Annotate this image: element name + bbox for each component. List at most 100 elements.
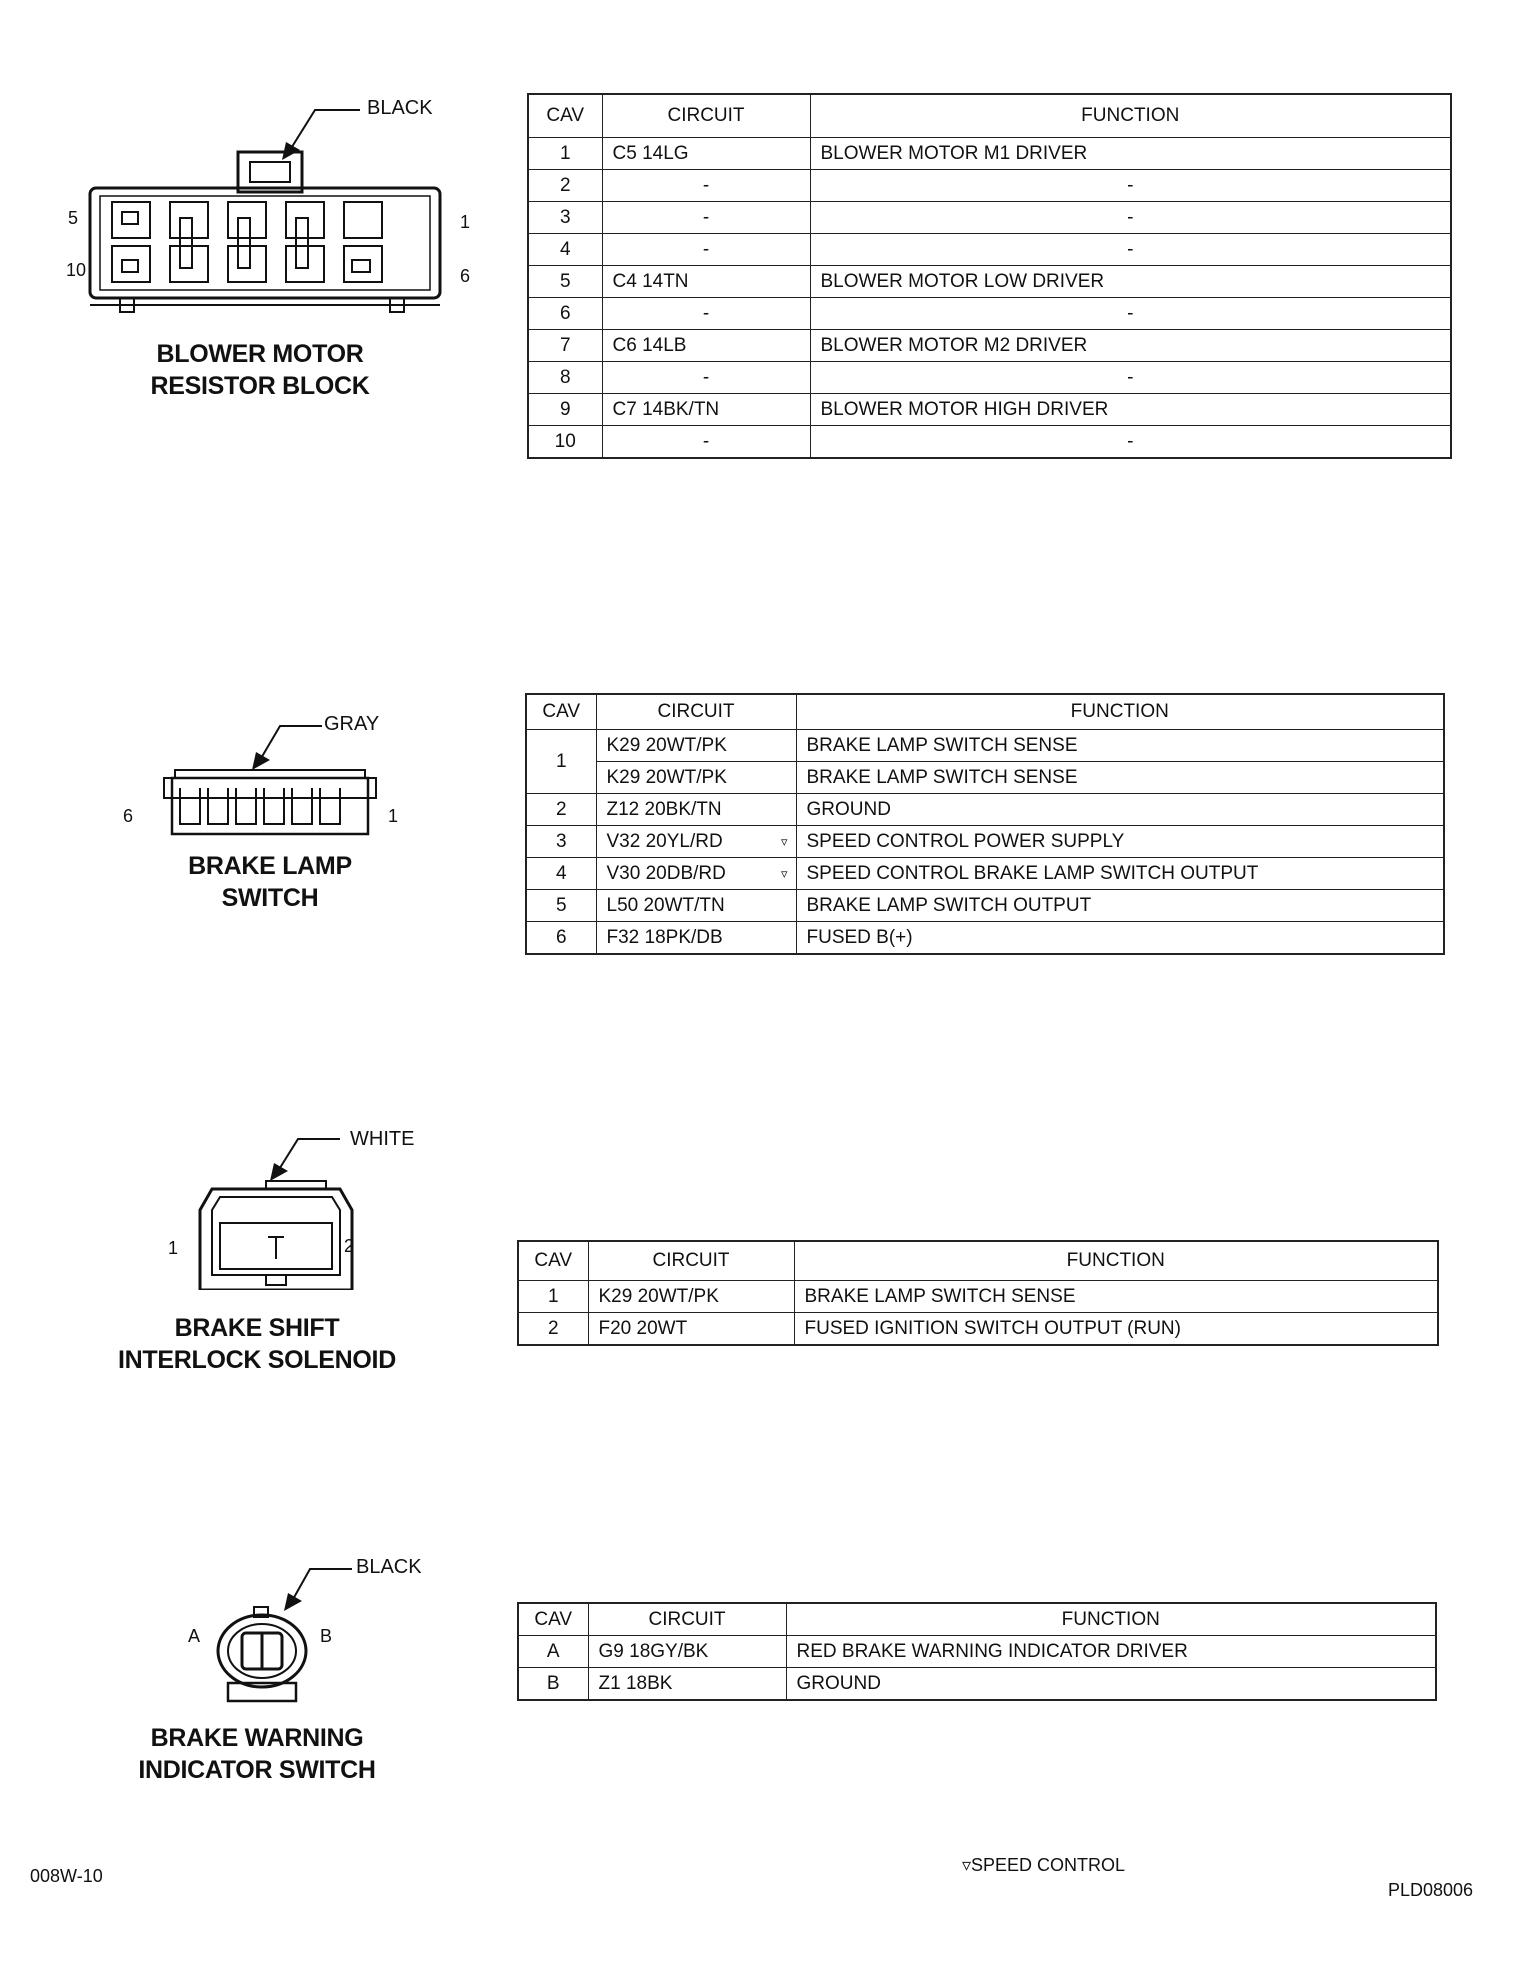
header-function: FUNCTION (795, 693, 1445, 730)
cav-cell: 10 (527, 425, 603, 459)
table-row: 8-- (527, 361, 1452, 394)
function-cell: SPEED CONTROL BRAKE LAMP SWITCH OUTPUT (795, 857, 1445, 890)
header-cav: CAV (525, 693, 597, 730)
cav-cell: 3 (525, 825, 597, 858)
function-cell: RED BRAKE WARNING INDICATOR DRIVER (785, 1635, 1437, 1668)
circuit-cell: K29 20WT/PK (587, 1280, 795, 1313)
function-cell: - (809, 425, 1452, 459)
pin-label: 2 (344, 1236, 355, 1256)
page-code-left: 008W-10 (30, 1866, 103, 1886)
connector-title-line: BRAKE WARNING (150, 1724, 364, 1752)
pin-label: 1 (460, 212, 471, 232)
cav-cell: 2 (525, 793, 597, 826)
circuit-cell: L50 20WT/TN (595, 889, 797, 922)
circuit-cell: C5 14LG (601, 137, 811, 170)
circuit-cell: V32 20YL/RD▿ (595, 825, 797, 858)
circuit-text: V30 20DB/RD (606, 862, 726, 884)
pin-label: A (188, 1626, 201, 1646)
page-code-right: PLD08006 (1388, 1880, 1474, 1900)
function-cell: BRAKE LAMP SWITCH SENSE (795, 761, 1445, 794)
interlock-solenoid-connector-drawing (198, 1138, 354, 1290)
table-row: 1 K29 20WT/PK BRAKE LAMP SWITCH SENSE (525, 729, 1445, 794)
cav-cell: 2 (527, 169, 603, 202)
connector-title-line: INTERLOCK SOLENOID (118, 1346, 396, 1374)
circuit-cell: - (601, 233, 811, 266)
function-cell: - (809, 169, 1452, 202)
cav-cell: 4 (527, 233, 603, 266)
wire-color-label: BLACK (356, 1556, 422, 1578)
circuit-cell: - (601, 297, 811, 330)
pin-label: 10 (66, 260, 87, 280)
cav-cell: 4 (525, 857, 597, 890)
circuit-cell: Z1 18BK (587, 1667, 787, 1701)
function-cell: BLOWER MOTOR M2 DRIVER (809, 329, 1452, 362)
circuit-cell: F32 18PK/DB (595, 921, 797, 955)
connector-title-line: BLOWER MOTOR (156, 340, 364, 368)
connector-title-line: RESISTOR BLOCK (150, 372, 370, 400)
function-cell: BRAKE LAMP SWITCH SENSE (795, 729, 1445, 762)
circuit-cell: - (601, 169, 811, 202)
connector-title: BRAKE WARNING INDICATOR SWITCH (112, 1722, 402, 1786)
function-cell: BLOWER MOTOR LOW DRIVER (809, 265, 1452, 298)
connector-title: BLOWER MOTOR RESISTOR BLOCK (120, 338, 400, 402)
circuit-cell: G9 18GY/BK (587, 1635, 787, 1668)
function-cell: - (809, 361, 1452, 394)
cav-cell: A (517, 1635, 589, 1668)
pin-label: B (320, 1626, 333, 1646)
table-row: K29 20WT/PK BRAKE LAMP SWITCH SENSE (526, 761, 1445, 794)
pinout-table-brake-lamp-switch: CAV CIRCUIT FUNCTION 1 K29 20WT/PK BRAKE… (525, 693, 1445, 955)
cav-cell: 5 (525, 889, 597, 922)
circuit-cell: - (601, 425, 811, 459)
table-row: 4 V30 20DB/RD ▿ SPEED CONTROL BRAKE LAMP SW… (525, 857, 1445, 890)
cav-cell: 1 (525, 729, 597, 794)
header-circuit: CIRCUIT (587, 1240, 795, 1281)
connector-title-line: BRAKE SHIFT (174, 1314, 340, 1342)
function-cell: GROUND (785, 1667, 1437, 1701)
function-cell: FUSED B(+) (795, 921, 1445, 955)
function-cell: - (809, 233, 1452, 266)
cav-cell: 8 (527, 361, 603, 394)
pin-label: 1 (168, 1238, 179, 1258)
table-row: 6-- (527, 297, 1452, 330)
pin-label: 6 (123, 806, 134, 826)
table-header-row: CAV CIRCUIT FUNCTION (517, 1602, 1437, 1636)
table-row: 3-- (527, 201, 1452, 234)
circuit-cell: K29 20WT/PK (595, 761, 797, 794)
speed-control-marker-icon: ▿ (780, 865, 788, 881)
header-cav: CAV (527, 93, 603, 138)
blower-resistor-connector-drawing (88, 109, 442, 313)
speed-control-marker-icon: ▿ (780, 833, 788, 849)
cav-cell: 2 (517, 1312, 589, 1346)
function-cell: GROUND (795, 793, 1445, 826)
function-cell: BLOWER MOTOR M1 DRIVER (809, 137, 1452, 170)
table-header-row: CAV CIRCUIT FUNCTION (517, 1240, 1439, 1281)
wire-color-label: BLACK (367, 97, 433, 119)
function-cell: FUSED IGNITION SWITCH OUTPUT (RUN) (793, 1312, 1439, 1346)
header-circuit: CIRCUIT (587, 1602, 787, 1636)
pin-label: 1 (388, 806, 399, 826)
brake-warning-switch-connector-drawing (216, 1568, 352, 1703)
table-row: 4-- (527, 233, 1452, 266)
header-function: FUNCTION (785, 1602, 1437, 1636)
header-circuit: CIRCUIT (601, 93, 811, 138)
header-function: FUNCTION (793, 1240, 1439, 1281)
header-cav: CAV (517, 1602, 589, 1636)
circuit-cell: K29 20WT/PK (595, 729, 797, 762)
cav-cell: 1 (527, 137, 603, 170)
circuit-cell: C6 14LB (601, 329, 811, 362)
cav-cell: 7 (527, 329, 603, 362)
function-cell: SPEED CONTROL POWER SUPPLY (795, 825, 1445, 858)
circuit-cell: C7 14BK/TN (601, 393, 811, 426)
cav-cell: 1 (517, 1280, 589, 1313)
